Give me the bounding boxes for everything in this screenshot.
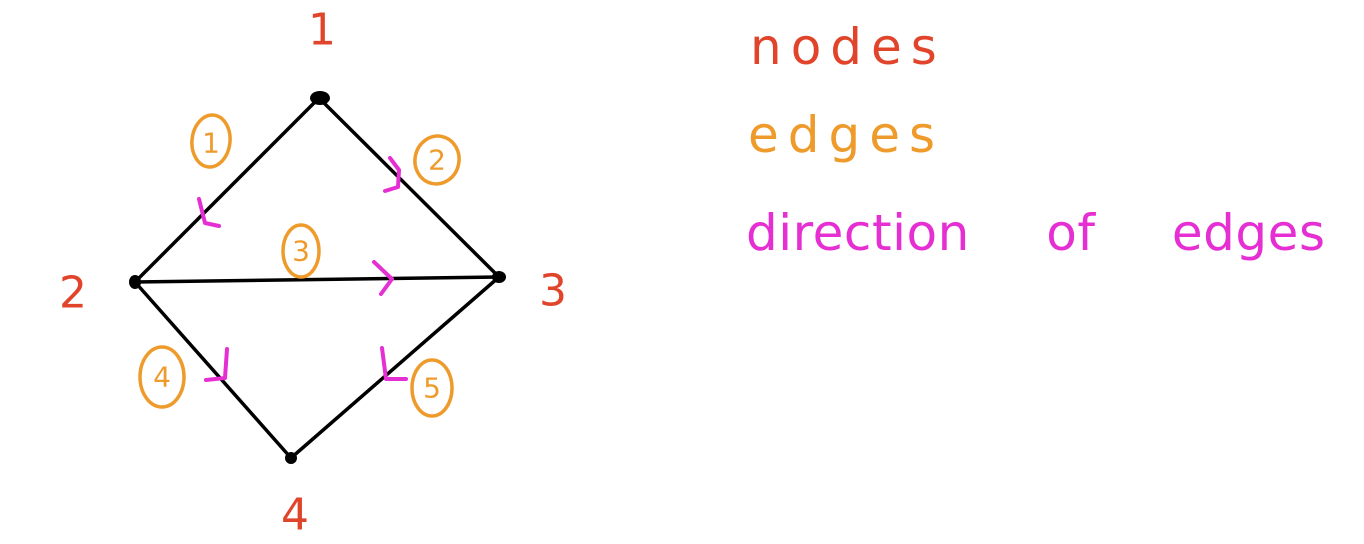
direction-marks	[197, 156, 408, 382]
edge-label-5: 5	[423, 372, 441, 405]
node-label-4: 4	[281, 490, 309, 541]
node-labels: 1 2 3 4	[59, 5, 567, 541]
edge-label-2: 2	[428, 144, 446, 177]
edge-labels: 1 2 3 4 5	[153, 127, 446, 405]
direction-mark-1	[197, 197, 221, 228]
node-dot-3	[492, 271, 506, 283]
edge-label-4: 4	[153, 361, 171, 394]
node-dot-1	[310, 91, 330, 105]
legend-edges: edges	[748, 106, 944, 164]
edge-line-2	[317, 96, 501, 279]
edge-line-4	[133, 280, 293, 460]
edge-label-1: 1	[202, 127, 220, 160]
edge-line-5	[289, 275, 501, 460]
edge-circle-1	[190, 113, 232, 169]
node-label-2: 2	[59, 268, 87, 319]
edge-line-1	[133, 96, 321, 284]
direction-mark-4	[204, 347, 229, 382]
direction-mark-3	[372, 260, 394, 296]
legend-nodes: nodes	[750, 18, 946, 76]
edge-circle-4	[138, 345, 186, 409]
node-dot-2	[129, 275, 141, 289]
legend: nodes edges direction of edges	[746, 18, 1332, 262]
edge-lines	[133, 96, 501, 460]
node-dots	[129, 91, 506, 464]
direction-mark-2	[383, 156, 401, 193]
direction-mark-5	[380, 346, 408, 381]
node-dot-4	[285, 452, 297, 464]
edge-circle-5	[410, 358, 454, 418]
edge-circles	[138, 113, 461, 418]
node-label-3: 3	[539, 266, 567, 317]
legend-direction: direction of edges	[746, 204, 1332, 262]
edge-label-3: 3	[292, 235, 310, 268]
edge-circle-3	[281, 223, 321, 279]
edge-circle-2	[413, 134, 461, 186]
edge-line-3	[133, 275, 501, 284]
node-label-1: 1	[308, 5, 336, 56]
